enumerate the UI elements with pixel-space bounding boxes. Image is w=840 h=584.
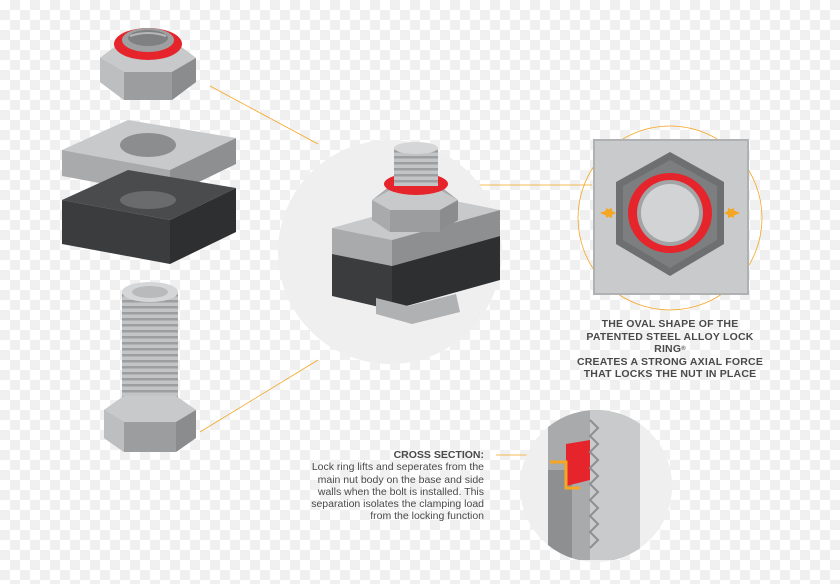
top-view-circle <box>577 125 763 311</box>
cross-caption-line3: walls when the bolt is installed. This <box>317 485 484 498</box>
oval-caption-line4: THAT LOCKS THE NUT IN PLACE <box>583 368 757 380</box>
cross-caption-line4: separation isolates the clamping load <box>311 498 484 511</box>
assembled-assembly <box>332 142 500 324</box>
top-view-detail <box>593 139 749 295</box>
exploded-bolt <box>104 282 196 452</box>
exploded-rubber-pad <box>62 170 236 264</box>
lock-ring-section <box>566 440 590 486</box>
cross-section-caption: CROSS SECTION: Lock ring lifts and seper… <box>270 449 484 523</box>
cross-caption-line2: main nut body on the base and side <box>317 473 484 486</box>
oval-caption-line2: PATENTED STEEL ALLOY LOCK RING® <box>570 331 770 356</box>
exploded-nut <box>100 28 196 100</box>
oval-caption-line1: THE OVAL SHAPE OF THE <box>601 318 739 330</box>
registered-mark: ® <box>681 346 686 352</box>
cross-section-title: CROSS SECTION: <box>393 449 484 461</box>
cross-caption-line1: Lock ring lifts and seperates from the <box>311 461 484 474</box>
oval-caption-line2-text: PATENTED STEEL ALLOY LOCK RING <box>586 330 754 356</box>
cross-caption-line5: from the locking function <box>370 510 484 523</box>
oval-caption-line3: CREATES A STRONG AXIAL FORCE <box>576 355 764 368</box>
cross-section-detail <box>520 410 672 562</box>
oval-ring-caption: THE OVAL SHAPE OF THE PATENTED STEEL ALL… <box>570 318 770 381</box>
